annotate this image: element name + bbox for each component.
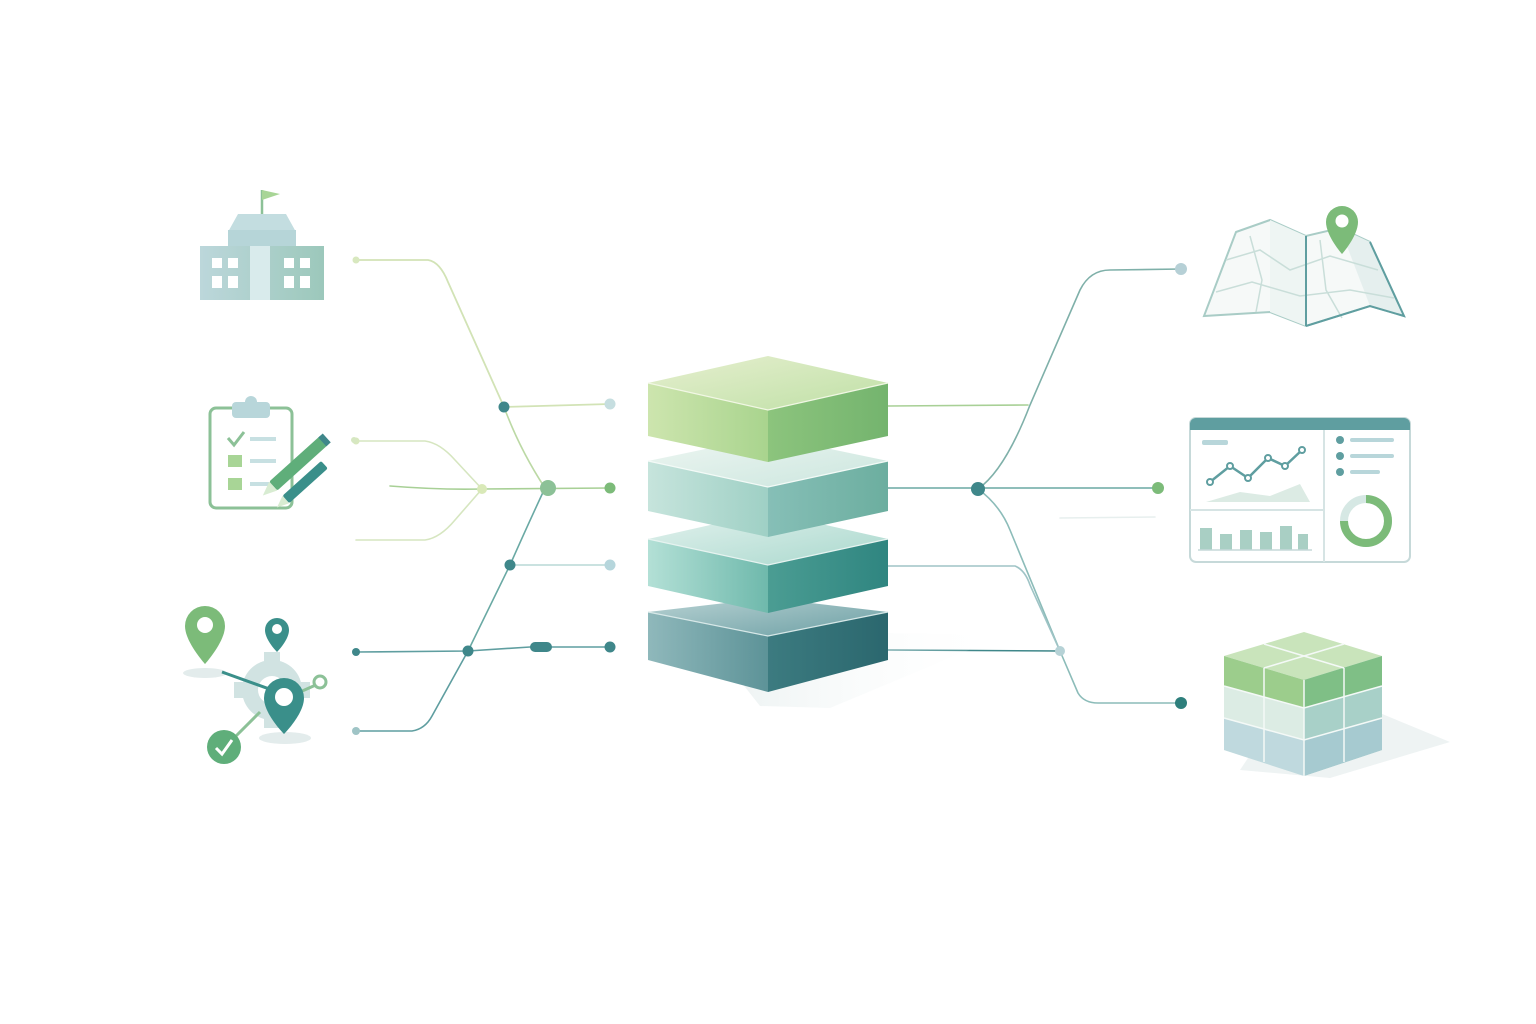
- stacked-layers-database-icon: [647, 356, 1005, 708]
- data-cube-icon: [1223, 632, 1450, 778]
- stack-layer-3: [647, 512, 889, 613]
- left-connection-nodes: [352, 256, 616, 735]
- stack-layer-1: [647, 356, 889, 462]
- location-network-icon: [183, 606, 328, 764]
- clipboard-checklist-icon: [208, 396, 357, 510]
- map-with-pin-icon: [1202, 206, 1406, 328]
- analytics-dashboard-icon: [1189, 417, 1411, 563]
- stack-layer-4: [647, 598, 889, 692]
- left-connection-lines: [355, 259, 611, 732]
- government-building-icon: [200, 190, 324, 300]
- right-connection-nodes: [971, 263, 1187, 709]
- right-connection-lines: [887, 268, 1182, 704]
